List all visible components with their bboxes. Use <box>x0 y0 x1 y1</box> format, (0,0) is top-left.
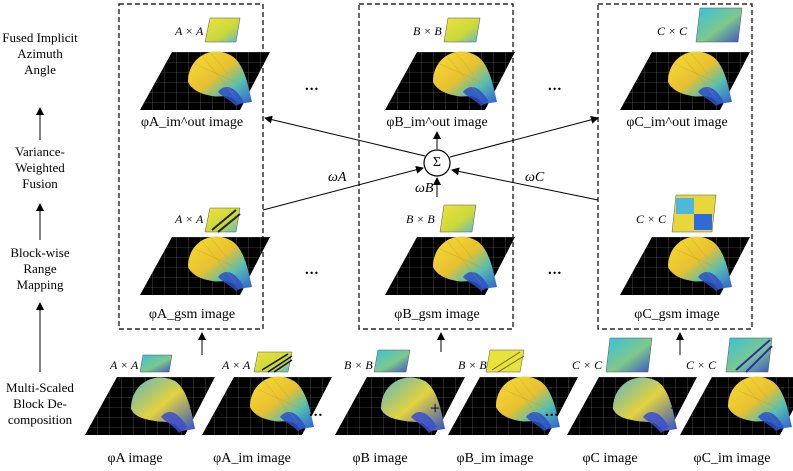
tag-mid-b: B × B <box>406 212 435 226</box>
ellipsis-bot-right: ... <box>545 404 560 420</box>
plot-mid-b <box>384 236 516 296</box>
plot-bot-6 <box>679 376 793 436</box>
tag-mid-c: C × C <box>636 212 667 226</box>
plot-bot-3 <box>335 377 465 435</box>
thumbnails <box>139 7 773 373</box>
label-bot-4: φB_im image <box>456 451 534 466</box>
label-fused-angle: Fused Implicit Azimuth Angle <box>2 30 78 77</box>
plus-c: + <box>670 398 681 418</box>
weight-a: ωA <box>328 170 347 185</box>
label-fusion: Variance-Weighted Fusion <box>15 144 65 191</box>
tag-top-b: B × B <box>413 24 442 38</box>
ellipsis-mid-right: ... <box>548 262 563 278</box>
label-bot-2: φA_im image <box>213 451 291 466</box>
label-bot-3: φB image <box>352 451 408 466</box>
plot-mid-c <box>619 236 751 296</box>
dashed-box-a <box>118 3 264 330</box>
label-decomposition: Multi-Scaled Block De-composition <box>6 380 74 427</box>
ellipsis-mid-left: ... <box>305 262 320 278</box>
tag-top-a: A × A <box>175 24 204 38</box>
label-bot-5: φC image <box>582 451 638 466</box>
label-mid-a: φA_gsm image <box>148 307 236 322</box>
ellipsis-bot-left: ... <box>309 404 324 420</box>
tag-mid-a: A × A <box>175 212 204 226</box>
dashed-box-c <box>597 3 753 330</box>
label-mapping: Block-wise Range Mapping <box>10 245 70 292</box>
sum-symbol: Σ <box>432 155 442 170</box>
tag-bot-3: B × B <box>344 358 373 372</box>
label-top-b: φB_im^out image <box>386 115 488 130</box>
label-bot-1: φA image <box>107 451 163 466</box>
tag-bot-2: A × A <box>222 358 251 372</box>
label-mid-c: φC_gsm image <box>634 307 720 322</box>
plot-top-b <box>384 51 516 111</box>
label-top-c: φC_im^out image <box>626 115 728 130</box>
plot-top-c <box>619 51 751 111</box>
plus-a: + <box>189 398 200 418</box>
plot-top-a <box>139 51 271 111</box>
plot-mid-a <box>139 236 271 296</box>
plus-b: + <box>430 398 441 418</box>
weight-c: ωC <box>525 170 545 185</box>
dashed-box-b <box>358 3 514 330</box>
sum-node <box>423 149 451 177</box>
tag-bot-4: B × B <box>458 358 487 372</box>
ellipsis-top-left: ... <box>305 78 320 94</box>
weight-b: ωB <box>415 181 434 196</box>
tag-bot-5: C × C <box>572 358 603 372</box>
label-top-a: φA_im^out image <box>140 115 244 130</box>
ellipsis-top-right: ... <box>548 78 563 94</box>
label-bot-6: φC_im image <box>693 451 771 466</box>
tag-bot-1: A × A <box>110 358 139 372</box>
tag-bot-6: C × C <box>686 358 717 372</box>
label-mid-b: φB_gsm image <box>394 307 480 322</box>
tag-top-c: C × C <box>657 24 688 38</box>
